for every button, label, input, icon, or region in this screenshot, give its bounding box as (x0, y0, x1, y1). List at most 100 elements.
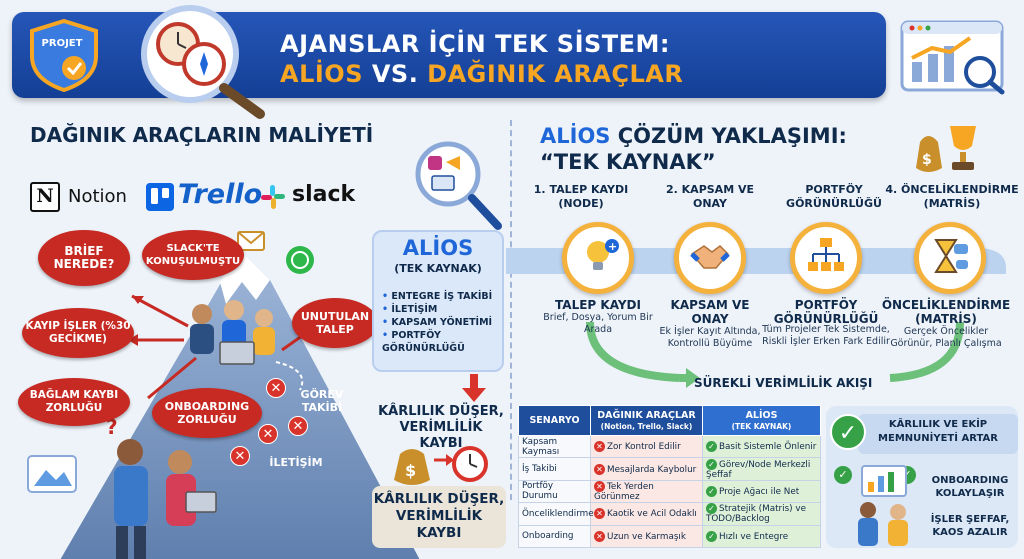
x-mark-icon: ✕ (266, 378, 286, 398)
x-mark-icon: ✕ (230, 446, 250, 466)
notion-logo-text: Notion (68, 186, 127, 207)
right-section-title: ALİOS ÇÖZÜM YAKLAŞIMI: (540, 124, 890, 148)
check-circle-icon: ✓ (830, 414, 866, 450)
magnifier-clocks-icon (141, 5, 265, 119)
result-top-box (858, 414, 1018, 454)
alios-feature-item: İLETİŞİM (382, 303, 504, 316)
cell-scenario: Portföy Durumu (518, 479, 591, 504)
cell-scattered: ✕Tek Yerden Görünmez (590, 479, 703, 504)
profit-decline-text: KÂRLILIK DÜŞER, VERİMLİLİK KAYBI (378, 404, 504, 451)
cell-scattered: ✕Uzun ve Karmaşık (590, 524, 703, 548)
profit-decline-box-text: KÂRLILIK DÜŞER, VERİMLİLİK KAYBI (373, 491, 505, 541)
step-head-2: 2. KAPSAM VE ONAY (666, 183, 754, 210)
alios-feature-list: ENTEGRE İŞ TAKİBİ İLETİŞİM KAPSAM YÖNETİ… (382, 290, 504, 355)
cell-alios: ✓Hızlı ve Entegre (702, 524, 821, 548)
right-title-rest: ÇÖZÜM YAKLAŞIMI: (610, 124, 847, 148)
handshake-icon (690, 245, 730, 269)
continuous-flow-arrow (586, 322, 964, 388)
svg-text:+: + (608, 240, 617, 253)
step-desc-1: Brief, Dosya, Yorum Bir Arada (543, 312, 653, 335)
step-title-4: ÖNCELİKLENDİRME (MATRİS) (881, 298, 1011, 326)
alios-box-title: ALİOS (402, 236, 474, 260)
cell-alios: ✓Basit Sistemle Önlenir (702, 434, 821, 459)
table-header-scenario: SENARYO (518, 405, 591, 436)
table-row: Kapsam Kayması ✕Zor Kontrol Edilir ✓Basi… (518, 434, 821, 459)
notion-logo-icon: N (30, 182, 60, 212)
check-circle-icon: ✓ (834, 466, 852, 484)
table-row: İş Takibi ✕Mesajlarda Kaybolur ✓Görev/No… (518, 457, 821, 481)
hourglass-chat-icon (934, 239, 968, 273)
profit-decline-box (372, 486, 506, 548)
bubble-baglam-kaybi: BAĞLAM KAYBI ZORLUĞU (18, 378, 130, 426)
slack-logo-icon (261, 185, 285, 209)
comparison-table: SENARYO DAĞINIK ARAÇLAR(Notion, Trello, … (518, 405, 821, 548)
left-section-title: DAĞINIK ARAÇLARIN MALİYETİ (30, 123, 374, 147)
flow-label: SÜREKLİ VERİMLİLİK AKIŞI (694, 376, 873, 390)
step-circle-4 (914, 222, 986, 294)
arrow-down-icon (462, 374, 486, 402)
step-desc-4: Gerçek Öncelikler Görünür, Planlı Çalışm… (890, 326, 1002, 349)
alios-feature-item: ENTEGRE İŞ TAKİBİ (382, 290, 504, 303)
check-circle-icon: ✓ (706, 503, 717, 515)
x-circle-icon: ✕ (594, 441, 605, 453)
cell-scenario: Önceliklendirme (518, 502, 594, 526)
check-circle-icon: ✓ (706, 530, 717, 542)
label-iletisim: İLETİŞİM (269, 456, 323, 469)
table-row: Önceliklendirme ✕Kaotik ve Acil Odaklı ✓… (518, 502, 821, 526)
svg-text:?: ? (106, 415, 118, 439)
cell-scattered: ✕Mesajlarda Kaybolur (590, 457, 703, 481)
trophy-money-icon: $ (916, 126, 976, 172)
result-transparency: İŞLER ŞEFFAF, KAOS AZALIR (930, 514, 1010, 538)
table-row: Onboarding ✕Uzun ve Karmaşık ✓Hızlı ve E… (518, 524, 821, 548)
alios-box-subtitle: (TEK KAYNAK) (394, 262, 482, 275)
check-circle-icon: ✓ (706, 441, 717, 453)
check-circle-icon: ✓ (706, 485, 717, 497)
header-rest: DAĞINIK ARAÇLAR (427, 60, 684, 88)
cell-scenario: Onboarding (518, 524, 591, 548)
bubble-brief-nerede: BRİEF NEREDE? (38, 230, 130, 286)
x-mark-icon: ✕ (258, 424, 278, 444)
x-circle-icon: ✕ (594, 508, 605, 520)
team-chart-illustration (858, 465, 908, 546)
header-title-line1: AJANSLAR İÇİN TEK SİSTEM: (280, 30, 671, 58)
table-header-row: SENARYO DAĞINIK ARAÇLAR(Notion, Trello, … (518, 405, 821, 436)
trello-logo-icon (146, 183, 174, 211)
header-brand: ALİOS (280, 60, 363, 88)
bubble-onboarding-zorlugu: ONBOARDING ZORLUĞU (152, 388, 262, 438)
table-row: Portföy Durumu ✕Tek Yerden Görünmez ✓Pro… (518, 479, 821, 504)
alios-feature-item: PORTFÖY GÖRÜNÜRLÜĞÜ (382, 329, 504, 355)
money-bag-clock-icon: $ (394, 446, 488, 485)
section-divider (510, 120, 512, 500)
lightbulb-icon: + (587, 239, 619, 270)
shield-label: PROJET (41, 38, 83, 49)
header-title-line2: ALİOS VS. DAĞINIK ARAÇLAR (280, 60, 800, 88)
alios-feature-item: KAPSAM YÖNETİMİ (382, 316, 504, 329)
slack-logo-text: slack (292, 182, 356, 207)
table-header-scattered: DAĞINIK ARAÇLAR(Notion, Trello, Slack) (590, 405, 703, 436)
cell-alios: ✓Görev/Node Merkezli Şeffaf (702, 457, 821, 481)
step-desc-2: Ek İşler Kayıt Altında, Kontrollü Büyüme (659, 326, 761, 349)
cell-scattered: ✕Zor Kontrol Edilir (590, 434, 703, 459)
bubble-slackte-konusulmustu: SLACK'TE KONUŞULMUŞTU (142, 230, 244, 280)
step-head-4: 4. ÖNCELİKLENDİRME (MATRİS) (885, 183, 1019, 210)
cell-scenario: İş Takibi (518, 457, 591, 481)
x-mark-icon: ✕ (288, 416, 308, 436)
bubble-kayip-isler: KAYIP İŞLER (%30 GECİKME) (22, 308, 134, 358)
step-title-1: TALEP KAYDI (555, 298, 641, 312)
step-head-1: 1. TALEP KAYDI (NODE) (533, 183, 629, 210)
right-title-brand: ALİOS (540, 124, 611, 148)
step-title-3: PORTFÖY GÖRÜNÜRLÜĞÜ (773, 298, 879, 326)
magnifier-apps-icon (415, 141, 502, 230)
step-title-2: KAPSAM VE ONAY (670, 298, 750, 326)
x-circle-icon: ✕ (594, 480, 605, 492)
step-desc-3: Tüm Projeler Tek Sistemde, Riskli İşler … (762, 324, 890, 347)
svg-text:$: $ (922, 152, 932, 168)
analytics-browser-icon (900, 20, 1005, 95)
cell-scenario: Kapsam Kayması (518, 434, 591, 459)
x-circle-icon: ✕ (594, 463, 605, 475)
result-top-text: KÂRLILIK VE EKİP MEMNUNİYETİ ARTAR (878, 419, 998, 444)
check-circle-icon: ✓ (706, 458, 717, 470)
cell-scattered: ✕Kaotik ve Acil Odaklı (590, 502, 703, 526)
x-circle-icon: ✕ (594, 530, 605, 542)
result-onboarding: ONBOARDING KOLAYLAŞIR (931, 475, 1009, 499)
